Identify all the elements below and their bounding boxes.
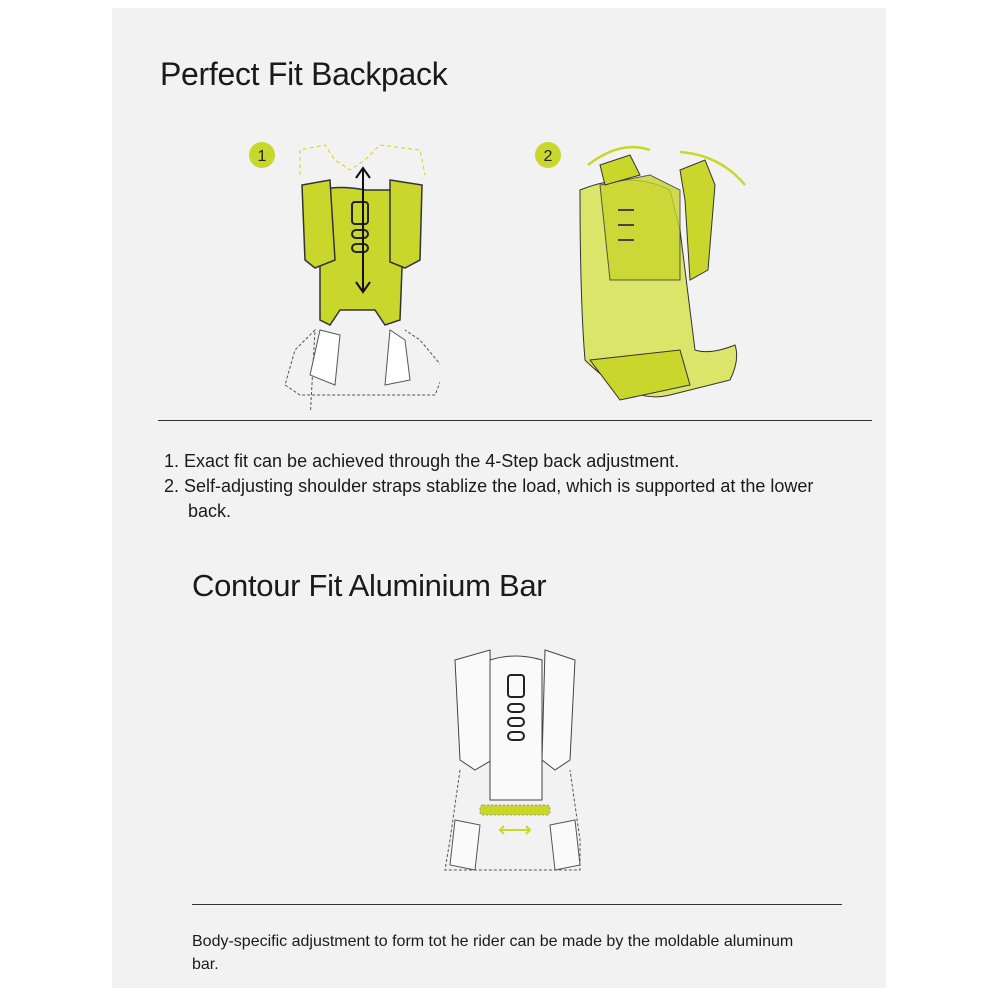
page-panel [112, 8, 886, 988]
step-badge-2 [535, 142, 561, 168]
feature-list-item: 1. Exact fit can be achieved through the… [164, 451, 680, 471]
backpack-shoulder-strap-illustration: 2 [535, 142, 746, 401]
divider-2 [192, 904, 842, 905]
aluminium-bar-note: Body-specific adjustment to form tot he … [192, 933, 794, 973]
feature-list: 1. Exact fit can be achieved through the… [164, 449, 844, 524]
step-badge-1-label: 1 [258, 148, 267, 165]
section-title-perfect-fit: Perfect Fit Backpack [160, 56, 448, 92]
aluminium-bar-illustration [444, 649, 581, 871]
divider-1 [158, 420, 872, 421]
step-badge-2-label: 2 [544, 148, 553, 165]
step-badge-1 [249, 142, 275, 168]
backpack-back-adjustment-illustration: 1 [249, 142, 440, 410]
section-title-contour-fit: Contour Fit Aluminium Bar [192, 568, 547, 603]
feature-list-item: 2. Self-adjusting shoulder straps stabli… [164, 476, 814, 521]
